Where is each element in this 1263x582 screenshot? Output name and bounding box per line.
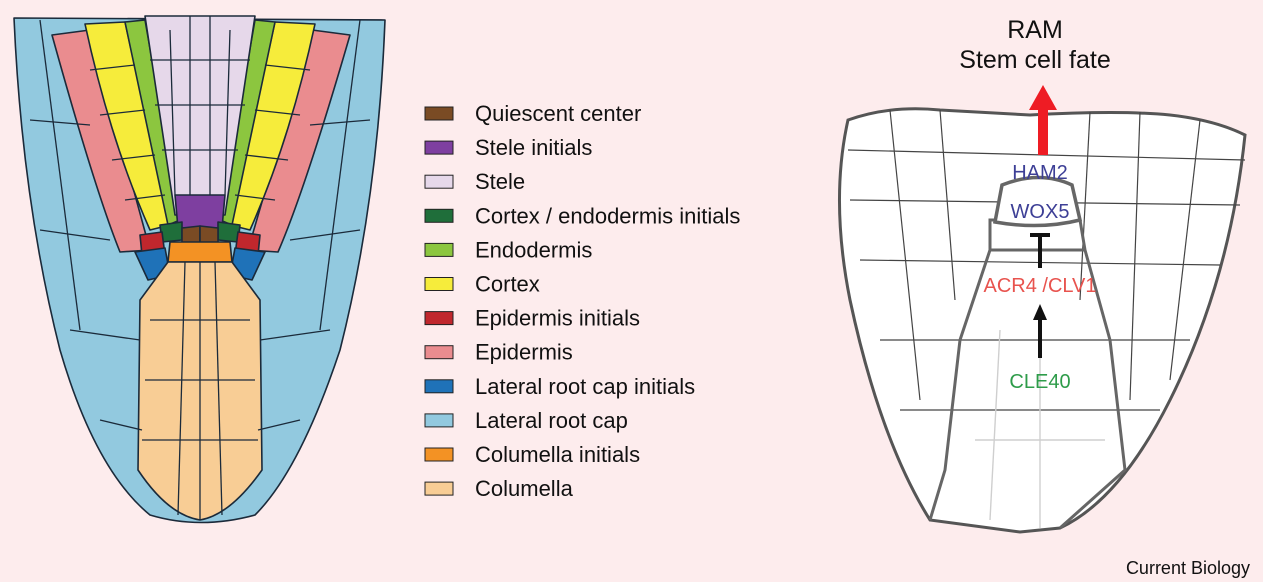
root-tip-diagram (14, 16, 385, 523)
legend-label: Columella (475, 476, 574, 501)
legend-swatch (425, 141, 453, 154)
legend-item: Columella (425, 476, 574, 501)
ham2-label: HAM2 (1012, 162, 1068, 184)
legend-item: Quiescent center (425, 101, 641, 126)
legend-label: Stele (475, 169, 525, 194)
ram-title: RAM (1007, 16, 1063, 44)
wox5-label: WOX5 (1011, 201, 1070, 223)
legend-label: Stele initials (475, 135, 592, 160)
cle40-label: CLE40 (1009, 371, 1070, 393)
legend-label: Lateral root cap (475, 408, 628, 433)
legend-swatch (425, 380, 453, 393)
legend-label: Epidermis initials (475, 306, 640, 331)
legend-swatch (425, 278, 453, 291)
legend-swatch (425, 414, 453, 427)
legend-label: Columella initials (475, 442, 640, 467)
legend-swatch (425, 346, 453, 359)
legend-item: Epidermis initials (425, 306, 640, 331)
legend-label: Lateral root cap initials (475, 374, 695, 399)
legend-item: Cortex (425, 272, 540, 297)
legend-swatch (425, 312, 453, 325)
ram-subtitle: Stem cell fate (959, 46, 1110, 74)
acr4-clv1-label: ACR4 /CLV1 (983, 275, 1096, 297)
legend-item: Epidermis (425, 340, 573, 365)
legend-item: Columella initials (425, 442, 640, 467)
legend-swatch (425, 482, 453, 495)
legend-item: Cortex / endodermis initials (425, 203, 740, 228)
legend-swatch (425, 209, 453, 222)
legend-swatch (425, 175, 453, 188)
legend-item: Lateral root cap initials (425, 374, 695, 399)
columella-initials (168, 242, 232, 262)
legend-item: Stele (425, 169, 525, 194)
credit-text: Current Biology (1126, 558, 1250, 578)
legend-item: Endodermis (425, 237, 592, 262)
legend-swatch (425, 107, 453, 120)
legend-label: Quiescent center (475, 101, 641, 126)
legend-label: Epidermis (475, 340, 573, 365)
legend-label: Cortex (475, 272, 540, 297)
legend-swatch (425, 448, 453, 461)
legend-swatch (425, 243, 453, 256)
legend-item: Lateral root cap (425, 408, 628, 433)
legend-label: Cortex / endodermis initials (475, 203, 740, 228)
legend-item: Stele initials (425, 135, 592, 160)
legend-label: Endodermis (475, 237, 592, 262)
